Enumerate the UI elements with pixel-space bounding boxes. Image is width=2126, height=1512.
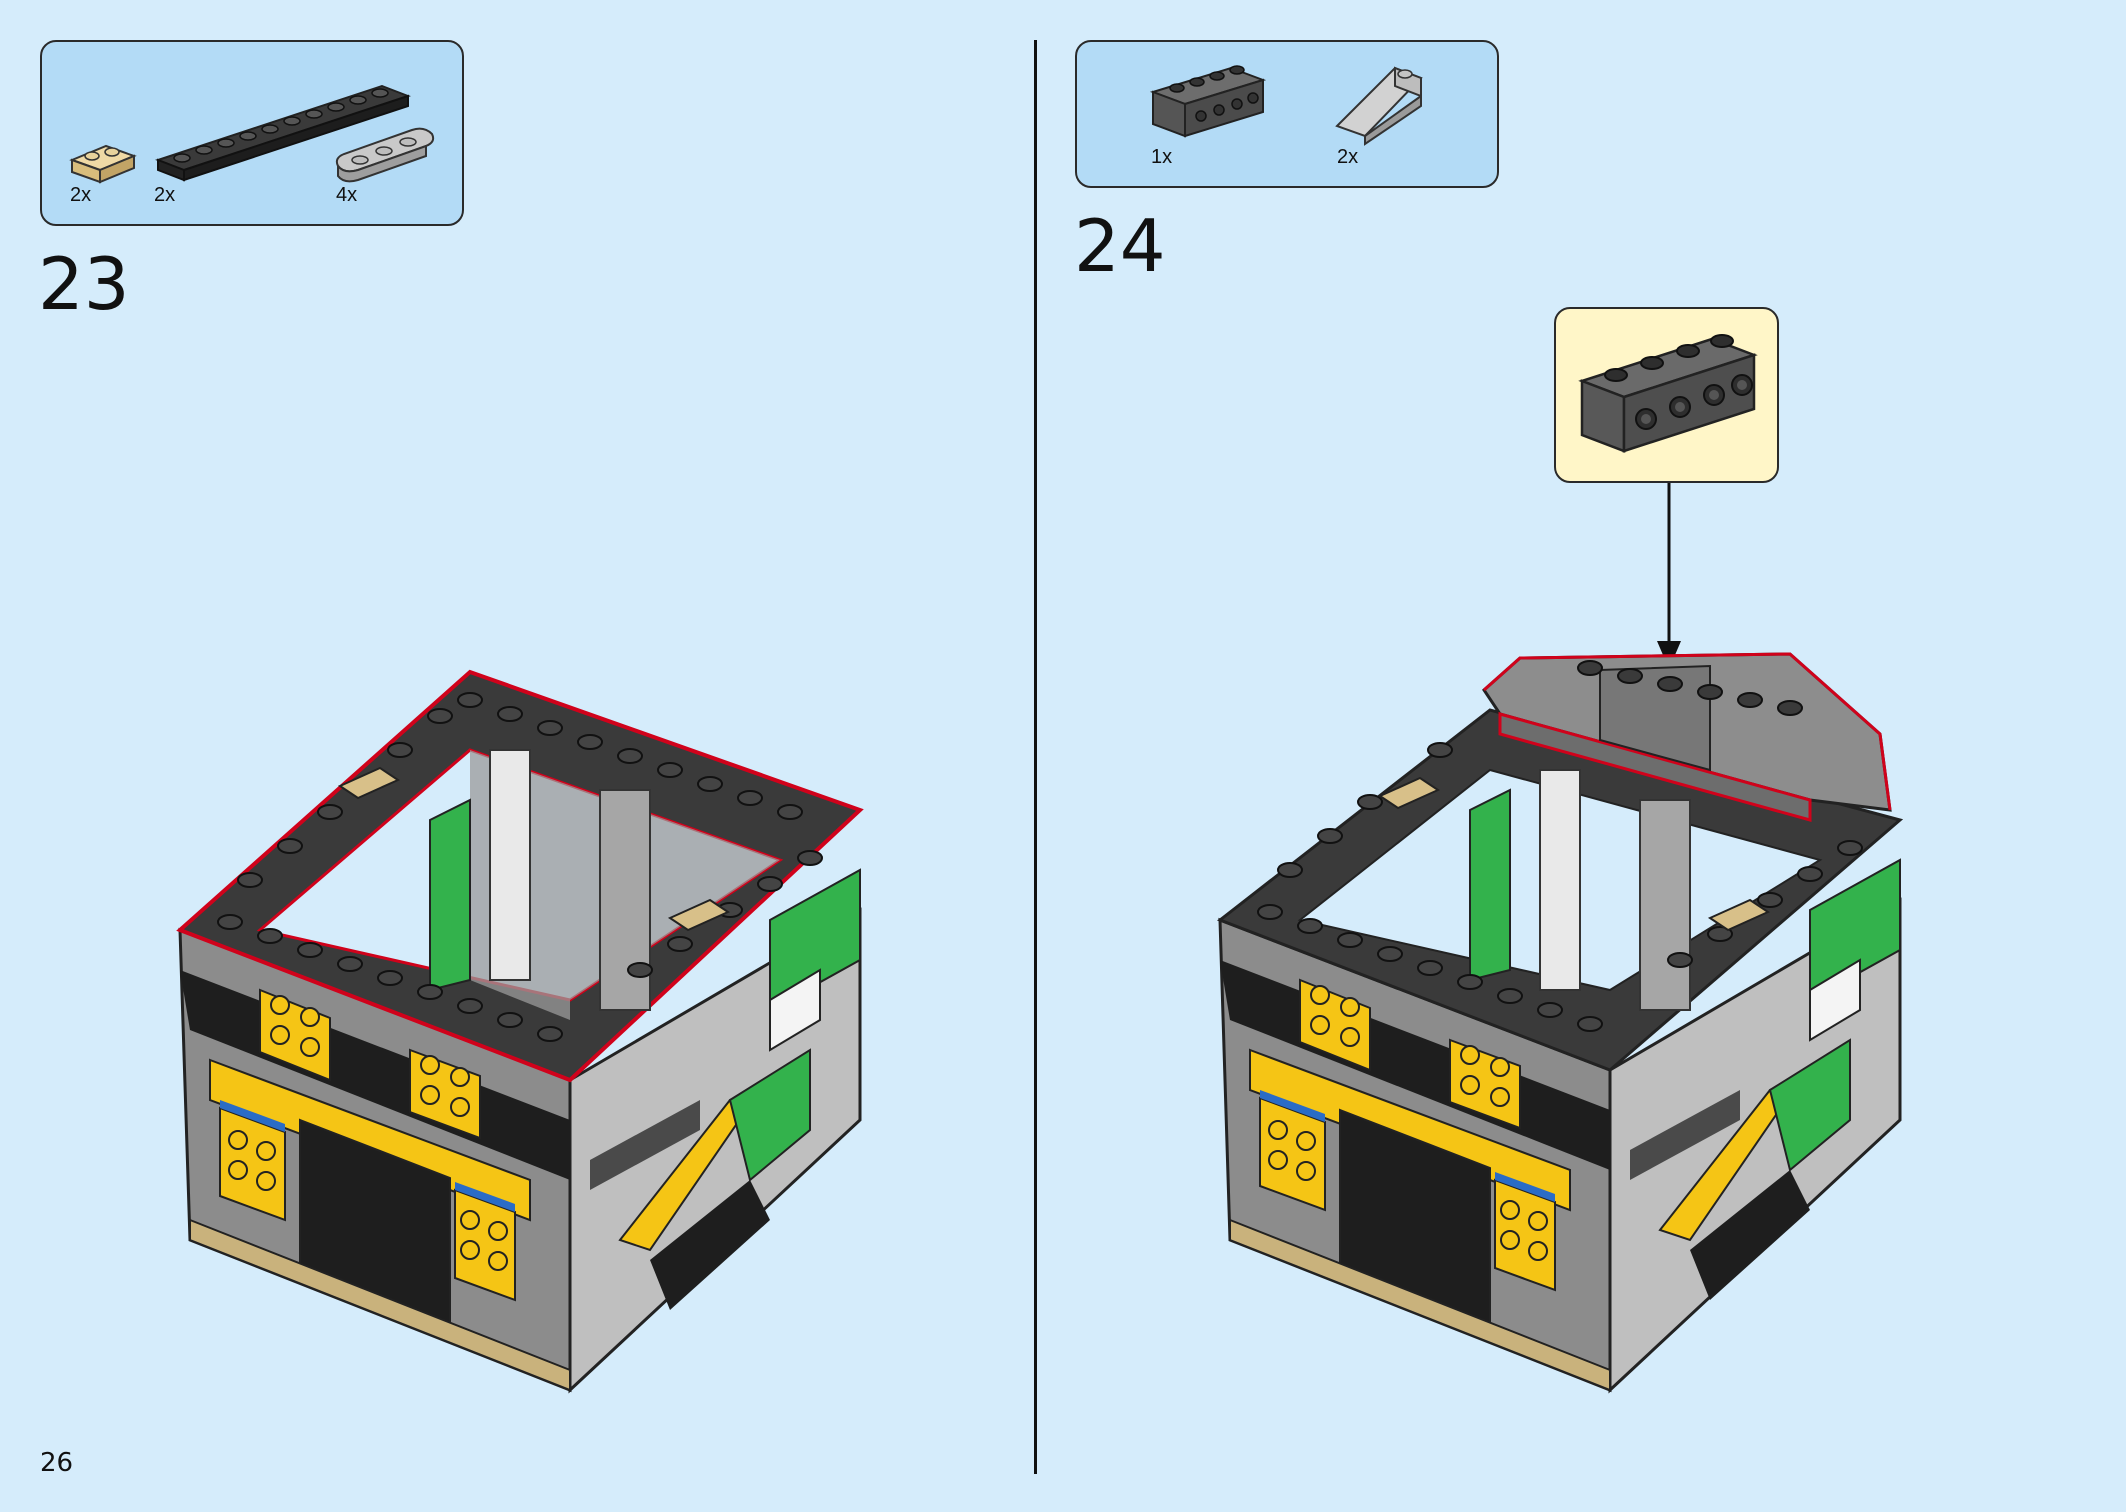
grey-brick-1x4-icon [1149,65,1267,138]
part-quantity: 1x [1151,146,1173,168]
part-quantity: 2x [70,184,92,206]
parts-list-step-24: 1x 2x [1075,40,1499,188]
part-quantity: 2x [1337,146,1359,168]
placement-arrow-icon [1657,483,1681,669]
black-plate-1x10-icon [155,84,411,182]
model-step-23-illustration [176,669,864,1394]
model-step-24-illustration [1216,652,1904,1394]
new-part-callout [1554,307,1779,483]
grey-slope-icon [1335,66,1423,146]
parts-list-step-23: 2x 2x 4x [40,40,464,226]
part-quantity: 2x [154,184,176,206]
page-divider [1034,40,1037,1474]
grey-brick-1x4-icon [1578,334,1758,453]
step-number: 23 [38,242,130,326]
part-quantity: 4x [336,184,358,206]
step-number: 24 [1074,204,1166,288]
tan-plate-1x2-icon [69,144,137,184]
grey-plate-1x3-icon [335,127,435,183]
page-number: 26 [40,1448,74,1478]
